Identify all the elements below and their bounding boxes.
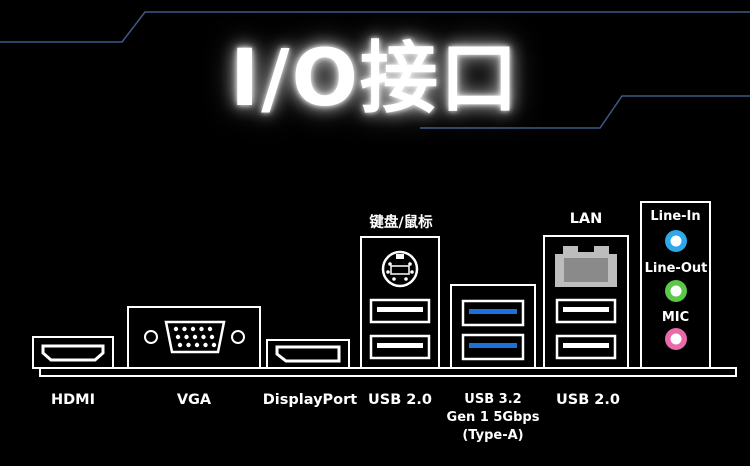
ps2-port [381, 250, 419, 288]
vga-pins [173, 326, 217, 348]
vga-port [127, 306, 261, 369]
usb20-left-ports [369, 298, 431, 360]
usb20-right-ports [555, 298, 617, 360]
mic-label: MIC [661, 310, 690, 325]
line-in-label: Line-In [650, 209, 701, 224]
lan-port [555, 246, 617, 287]
usb20-left-label: USB 2.0 [367, 392, 432, 408]
right-accent-line [420, 95, 750, 129]
hdmi-label: HDMI [51, 392, 95, 408]
usb20-right-label: USB 2.0 [555, 392, 620, 408]
lan-label: LAN [569, 211, 603, 227]
line-out-jack [665, 280, 687, 302]
displayport-port [266, 339, 350, 369]
top-left-accent-line [0, 11, 750, 43]
lan-usb-stack [543, 235, 629, 369]
line-in-jack [665, 230, 687, 252]
vga-label: VGA [176, 392, 212, 408]
ps2-label: 键盘/鼠标 [369, 215, 433, 231]
ps2-usb-stack [360, 236, 440, 369]
usb32-label-line1: USB 3.2 [464, 392, 522, 407]
mic-jack [665, 328, 687, 350]
frame-decoration [0, 11, 750, 129]
line-out-label: Line-Out [644, 261, 708, 276]
backplate-base [39, 367, 737, 377]
audio-stack [640, 201, 711, 369]
displayport-label: DisplayPort [262, 392, 358, 408]
backplate [39, 367, 737, 377]
usb32-stack [450, 284, 536, 369]
usb32-label-line3: (Type-A) [462, 428, 524, 443]
hdmi-port [32, 336, 114, 369]
usb32-label-line2: Gen 1 5Gbps [446, 410, 540, 425]
page-title: I/O接口 [230, 34, 520, 124]
